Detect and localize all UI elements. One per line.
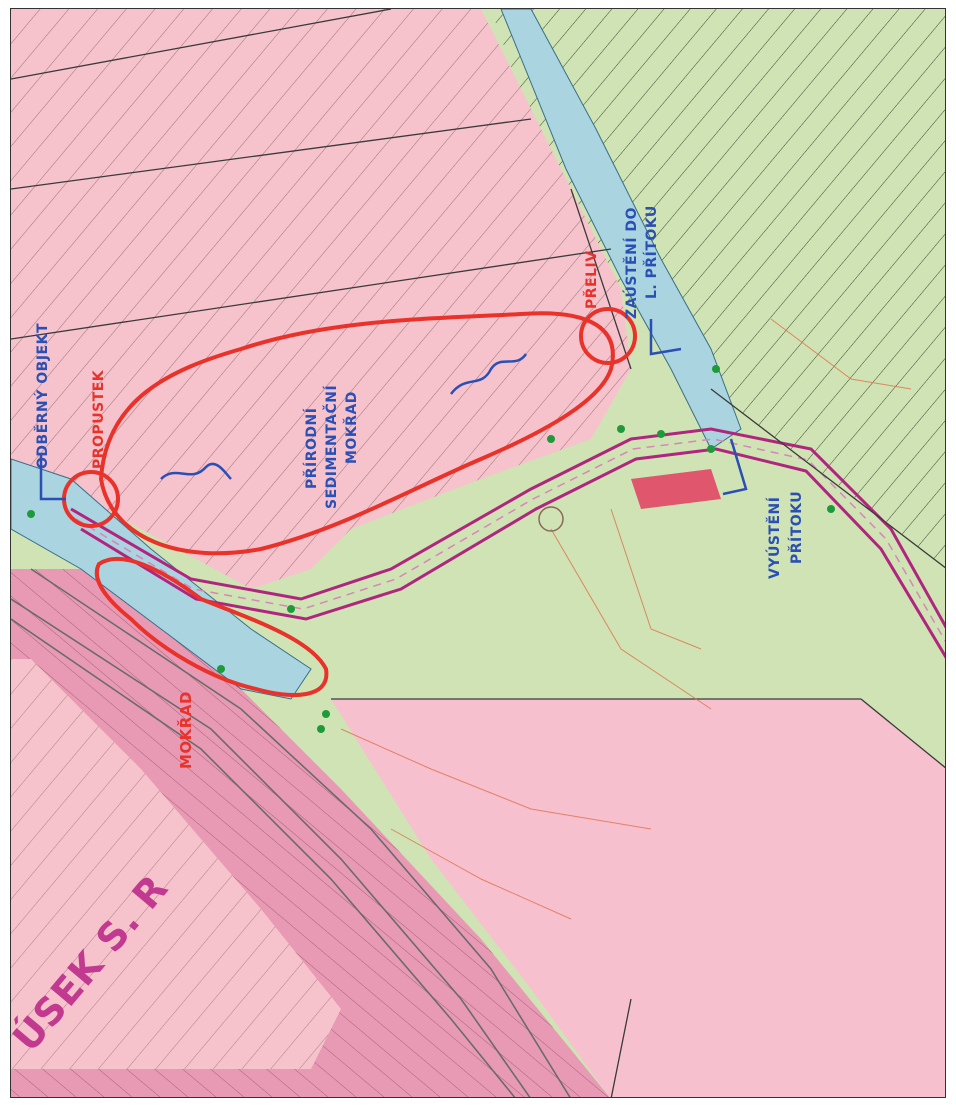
outlet-structure (631, 469, 721, 509)
label-zaustene: ZAÚSTĚNÍ DO (622, 207, 640, 319)
parcel-left-pale-hatch (11, 659, 341, 1069)
wetland-marking (62, 307, 637, 697)
label-pritoku: PŘÍTOKU (788, 491, 805, 564)
label-l-pritoku: L. PŘÍTOKU (643, 205, 660, 299)
map-frame: ODBĚRNÝ OBJEKT PROPUSTEK PŘÍRODNÍ SEDIME… (10, 8, 946, 1098)
road (70, 427, 945, 659)
label-odberny-objekt: ODBĚRNÝ OBJEKT (33, 323, 51, 469)
cadastral-map: ODBĚRNÝ OBJEKT PROPUSTEK PŘÍRODNÍ SEDIME… (11, 9, 945, 1097)
label-mokrad-left: MOKŘAD (176, 691, 195, 769)
watercourse (500, 9, 742, 450)
label-sedimentacni: SEDIMENTAČNÍ (322, 385, 340, 509)
parcel-boundaries (11, 9, 945, 1097)
parcel-upper-hatch (11, 9, 631, 589)
survey-annotations (340, 318, 912, 920)
parcel-lower-right (331, 699, 945, 1097)
survey-point (538, 506, 564, 532)
railway-lines (11, 568, 571, 1097)
label-mokrad-center: MOKŘAD (343, 391, 360, 464)
label-propustek: PROPUSTEK (91, 369, 107, 469)
label-vyusteni: VYÚSTĚNÍ (765, 497, 783, 579)
label-prirodni: PŘÍRODNÍ (303, 408, 320, 489)
flow-annotations (39, 319, 748, 501)
label-preliv: PŘELIV (583, 250, 600, 309)
trees (27, 365, 835, 733)
